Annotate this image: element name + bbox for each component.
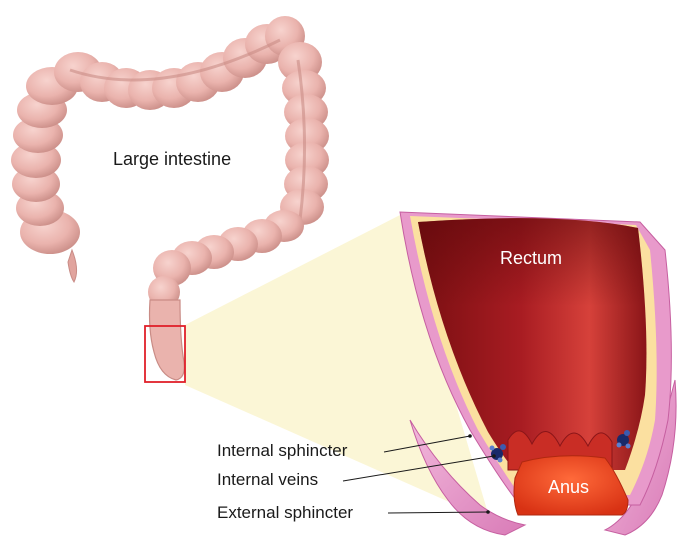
- sigmoid-colon: [148, 210, 304, 308]
- ascending-colon: [11, 67, 80, 283]
- internal-veins-pointer: [342, 455, 495, 482]
- external-sphincter-pointer: [387, 511, 489, 514]
- rectum-cross-section: [399, 211, 677, 536]
- external-sphincter-label: External sphincter: [217, 503, 353, 522]
- rectum-label: Rectum: [500, 248, 562, 268]
- internal-veins-right: [616, 430, 631, 449]
- large-intestine: [11, 16, 329, 381]
- internal-sphincter-pointer: [383, 435, 471, 453]
- transverse-colon: [54, 16, 305, 110]
- anus: [513, 455, 629, 516]
- internal-sphincter-label: Internal sphincter: [217, 441, 348, 460]
- internal-veins-label: Internal veins: [217, 470, 318, 489]
- zoom-projection: [185, 215, 490, 520]
- colon-rectum: [148, 299, 185, 381]
- descending-colon: [278, 42, 329, 225]
- rectum-highlight-box: [144, 325, 186, 383]
- large-intestine-label: Large intestine: [113, 149, 231, 169]
- anus-label: Anus: [548, 477, 589, 497]
